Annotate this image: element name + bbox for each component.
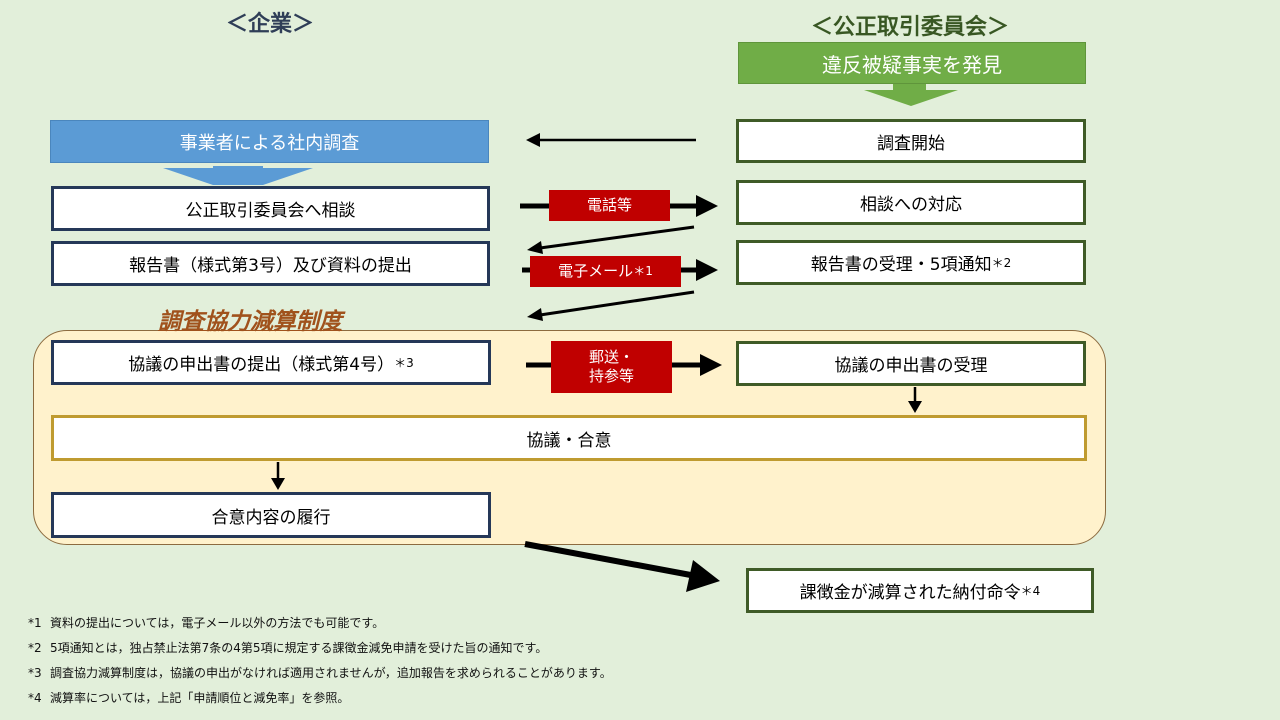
program-title: 調査協力減算制度 [158, 309, 342, 335]
notes-list: *1 資料の提出については，電子メール以外の方法でも可能です。 *2 5項通知とは，… [28, 614, 612, 714]
note-2-text: 5項通知とは，独占禁止法第7条の4第5項に規定する課徴金減免申請を受けた旨の通知… [50, 641, 548, 655]
application-box: 協議の申出書の提出（様式第4号）＊3 [51, 340, 491, 385]
mail-channel-tag: 郵送・ 持参等 [551, 341, 672, 393]
consult-label: 公正取引委員会へ相談 [185, 201, 356, 221]
note-1-mark: *1 [28, 616, 42, 630]
jftc-column-title: ＜公正取引委員会＞ [810, 15, 1009, 40]
respond-label: 相談への対応 [860, 195, 962, 215]
respond-back-arrow-head [527, 241, 543, 254]
phone-channel-tag: 電話等 [549, 190, 670, 221]
mail-channel-label-line1: 郵送・ [588, 347, 634, 366]
order-label: 課徴金が減算された納付命令 [799, 583, 1021, 603]
perform-box: 合意内容の履行 [51, 492, 491, 538]
phone-arrow-head [696, 195, 718, 217]
note-3-text: 調査協力減算制度は，協議の申出がなければ適用されませんが，追加報告を求められるこ… [50, 666, 612, 680]
note-4-mark: *4 [28, 691, 42, 705]
company-column-title: ＜企業＞ [225, 12, 314, 37]
respond-back-arrow-line [539, 225, 695, 250]
agreement-label: 協議・合意 [526, 430, 612, 451]
note-3-mark: *3 [28, 666, 42, 680]
email-channel-label: 電子メール [558, 261, 634, 280]
start-investigation-box: 調査開始 [736, 119, 1086, 163]
report-back-arrow-line [539, 290, 695, 317]
receive-application-box: 協議の申出書の受理 [736, 341, 1086, 386]
green-down-arrow [864, 84, 958, 106]
note-1-text: 資料の提出については，電子メール以外の方法でも可能です。 [50, 616, 385, 630]
blue-down-arrow-shape [163, 166, 313, 185]
note-2-mark: *2 [28, 641, 42, 655]
note-4-text: 減算率については，上記「申請順位と減免率」を参照。 [50, 691, 350, 705]
perform-to-order-arrow-line [524, 541, 697, 579]
consult-box: 公正取引委員会へ相談 [51, 186, 490, 231]
phone-channel-label: 電話等 [586, 195, 632, 214]
discovery-box: 違反被疑事実を発見 [738, 42, 1086, 84]
internal-investigation-box: 事業者による社内調査 [50, 120, 489, 163]
receive-report-box: 報告書の受理・5項通知＊2 [736, 240, 1086, 285]
email-arrow-head [696, 259, 718, 281]
perform-to-order-arrow-head [686, 560, 720, 592]
note-2: *2 5項通知とは，独占禁止法第7条の4第5項に規定する課徴金減免申請を受けた旨の… [28, 639, 612, 664]
note-4: *4 減算率については，上記「申請順位と減免率」を参照。 [28, 689, 612, 714]
report-box: 報告書（様式第3号）及び資料の提出 [51, 241, 490, 286]
receive-report-note-mark: ＊2 [991, 256, 1012, 270]
report-label: 報告書（様式第3号）及び資料の提出 [129, 256, 412, 276]
respond-box: 相談への対応 [736, 180, 1086, 225]
email-channel-tag: 電子メール＊1 [530, 256, 681, 287]
note-1: *1 資料の提出については，電子メール以外の方法でも可能です。 [28, 614, 612, 639]
perform-label: 合意内容の履行 [211, 507, 331, 528]
start-investigation-label: 調査開始 [877, 133, 945, 154]
mail-channel-label-line2: 持参等 [588, 367, 634, 385]
discovery-label: 違反被疑事実を発見 [822, 52, 1002, 77]
email-note-mark: ＊1 [633, 263, 653, 278]
application-note-mark: ＊3 [394, 356, 414, 370]
application-label: 協議の申出書の提出（様式第4号） [128, 355, 395, 375]
agreement-box: 協議・合意 [51, 415, 1087, 461]
internal-investigation-label: 事業者による社内調査 [179, 132, 360, 154]
note-3: *3 調査協力減算制度は，協議の申出がなければ適用されませんが，追加報告を求められ… [28, 664, 612, 689]
order-note-mark: ＊4 [1020, 584, 1041, 598]
order-box: 課徴金が減算された納付命令＊4 [746, 568, 1094, 613]
report-back-arrow-head [527, 308, 543, 321]
receive-report-label: 報告書の受理・5項通知 [810, 255, 992, 275]
receive-application-label: 協議の申出書の受理 [834, 356, 988, 376]
start-to-internal-arrow-head [526, 133, 540, 147]
